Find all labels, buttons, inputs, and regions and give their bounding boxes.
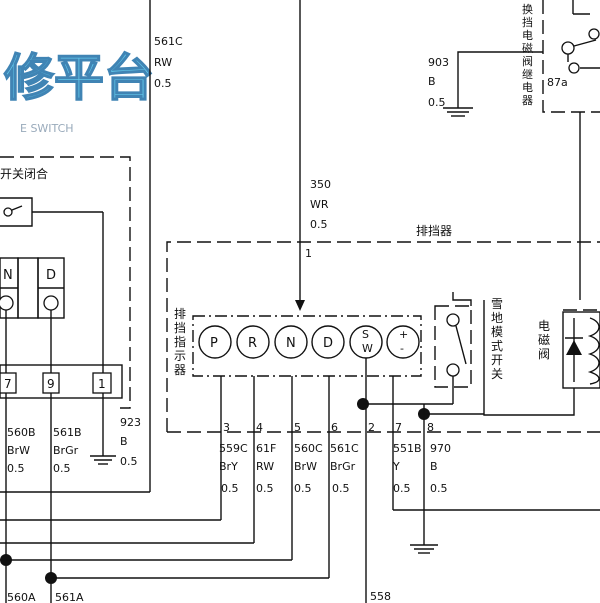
pin-6: 6	[331, 421, 338, 434]
lamp-r	[236, 325, 270, 359]
wire-560b-num: 560B	[7, 426, 36, 439]
snow-switch-lever	[455, 325, 467, 365]
relay-contact-87a	[568, 62, 580, 74]
snow-switch-contact-top	[446, 313, 460, 327]
indicator-label: 排挡指示器	[174, 307, 186, 377]
wire-559c-num: 559C	[219, 442, 248, 455]
svg-text:+: +	[399, 328, 408, 341]
svg-text:S: S	[362, 328, 369, 341]
lamp-p	[198, 325, 232, 359]
left-switch-dashed-box	[0, 156, 131, 409]
svg-text:1: 1	[98, 377, 106, 391]
wire-560c-num: 560C	[294, 442, 323, 455]
left-lamp-d-label: D	[46, 268, 56, 283]
wire-970-num: 970	[430, 442, 451, 455]
wire-551b-color: Y	[392, 460, 400, 473]
relay-contact-a	[561, 41, 575, 55]
wire-350-color: WR	[310, 198, 329, 211]
wire-350-size: 0.5	[310, 218, 328, 231]
snow-switch-box	[434, 305, 472, 388]
wire-561c-size: 0.5	[154, 77, 172, 90]
lamp-plus-minus	[386, 325, 420, 359]
wire-560c-size: 0.5	[294, 482, 312, 495]
lamp-d	[311, 325, 345, 359]
left-switch-lever	[11, 205, 23, 211]
wire-350-pin: 1	[305, 247, 312, 260]
relay-contact-b	[588, 28, 600, 40]
left-lamp-n	[0, 295, 14, 311]
left-switch-label: 开关闭合	[0, 166, 48, 181]
svg-text:9: 9	[47, 377, 55, 391]
left-connector-pin-9	[42, 372, 60, 394]
pin-5: 5	[294, 421, 301, 434]
snow-switch-contact-bottom	[446, 363, 460, 377]
lamp-n-label: N	[286, 336, 296, 351]
pin-3: 3	[223, 421, 230, 434]
wire-561c-pin6-num: 561C	[330, 442, 359, 455]
ground-903-size: 0.5	[428, 96, 446, 109]
wire-970-color: B	[430, 460, 438, 473]
solenoid-label: 电磁阀	[538, 319, 550, 361]
wire-561b-size: 0.5	[53, 462, 71, 475]
wire-551b-size: 0.5	[393, 482, 411, 495]
wire-561b-color: BrGr	[53, 444, 79, 457]
wire-560b-size: 0.5	[7, 462, 25, 475]
wire-561b-num: 561B	[53, 426, 82, 439]
wire-560c-color: BrW	[294, 460, 317, 473]
label-561a: 561A	[55, 591, 84, 603]
indicator-lamps: P R N D S W + -	[198, 325, 420, 359]
left-lamp-n-label: N	[3, 268, 13, 283]
wire-551b-num: 551B	[393, 442, 422, 455]
wire-559c-color: BrY	[219, 460, 238, 473]
ground-903-color: B	[428, 75, 436, 88]
relay-pin-label: 87a	[547, 76, 568, 89]
pin-8: 8	[427, 421, 434, 434]
left-connector-pin-1	[92, 372, 112, 394]
label-558: 558	[370, 590, 391, 603]
wire-559c-size: 0.5	[221, 482, 239, 495]
watermark: 修平台	[4, 49, 154, 107]
relay-lever	[573, 39, 597, 47]
shifter-dashed-box	[166, 241, 600, 432]
watermark-subtext: E SWITCH	[20, 122, 74, 135]
lamp-r-label: R	[248, 336, 257, 351]
pin-4: 4	[256, 421, 263, 434]
wire-350-arrow	[295, 300, 305, 311]
lamp-n	[274, 325, 308, 359]
svg-text:W: W	[362, 342, 373, 355]
indicator-box	[192, 315, 422, 377]
snow-switch-label: 雪地模式开关	[491, 297, 503, 381]
ground-923-size: 0.5	[120, 455, 138, 468]
wire-560b-color: BrW	[7, 444, 30, 457]
wire-61f-size: 0.5	[256, 482, 274, 495]
svg-text:7: 7	[4, 377, 12, 391]
wire-561c-color: RW	[154, 56, 172, 69]
left-lamp-d	[43, 295, 59, 311]
relay-label: 换挡电磁阀继电器	[522, 2, 533, 107]
ground-903-num: 903	[428, 56, 449, 69]
wire-61f-num: 61F	[256, 442, 276, 455]
label-560a: 560A	[7, 591, 36, 603]
shifter-title: 排挡器	[416, 224, 452, 238]
left-connector	[0, 364, 123, 399]
relay-dashed-box	[542, 0, 600, 113]
solenoid-coil	[587, 317, 600, 385]
wire-970-size: 0.5	[430, 482, 448, 495]
left-connector-pin-7	[0, 372, 17, 394]
wire-561c-pin6-size: 0.5	[332, 482, 350, 495]
ground-923-color: B	[120, 435, 128, 448]
pin-7: 7	[395, 421, 402, 434]
wire-61f-color: RW	[256, 460, 274, 473]
ground-923-num: 923	[120, 416, 141, 429]
svg-text:-: -	[400, 342, 404, 355]
wire-561c-pin6-color: BrGr	[330, 460, 356, 473]
pin-2: 2	[368, 421, 375, 434]
left-switch-contact	[3, 207, 13, 217]
wire-350-num: 350	[310, 178, 331, 191]
lamp-p-label: P	[210, 336, 218, 351]
solenoid-box	[562, 311, 600, 389]
wire-561c-num: 561C	[154, 35, 183, 48]
lamp-d-label: D	[323, 336, 333, 351]
